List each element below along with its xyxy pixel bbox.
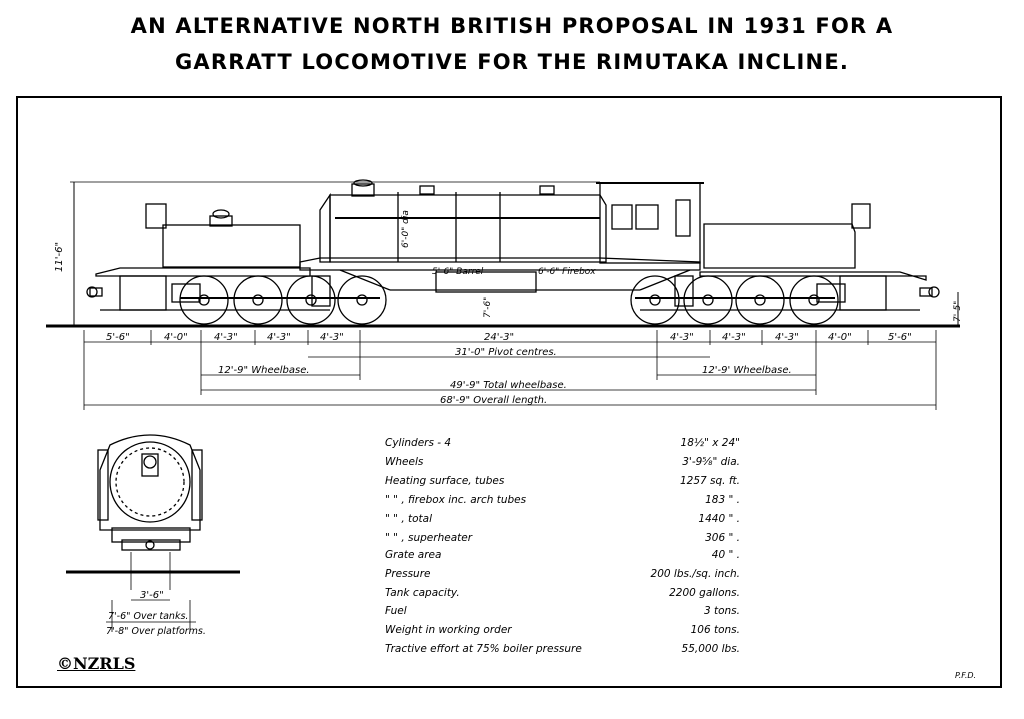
drawing-frame <box>16 96 1002 688</box>
dim-label: 4'-3" <box>267 332 291 343</box>
over-platforms-label: 7'-8" Over platforms. <box>106 626 206 637</box>
spec-label: Fuel <box>385 605 407 617</box>
firebox-label: 6'-6" Firebox <box>538 267 596 277</box>
wheel <box>179 275 229 325</box>
spec-label: " " , superheater <box>385 532 473 544</box>
copyright-mark: ©NZRLS <box>57 654 136 673</box>
spec-label: Wheels <box>385 456 424 468</box>
wheel <box>735 275 785 325</box>
dim-label: 4'-3" <box>214 332 238 343</box>
spec-label: Cylinders - 4 <box>385 437 452 449</box>
height-label: 11'-6" <box>54 242 65 272</box>
dim-label: 4'-3" <box>775 332 799 343</box>
dim-label: 5'-6" <box>106 332 130 343</box>
spec-label: Pressure <box>385 568 431 580</box>
spec-value: 1440 " . <box>698 513 740 525</box>
dim-label: 4'-0" <box>828 332 852 343</box>
boiler-dia-label: 6'-0" dia <box>401 210 411 248</box>
wheel <box>789 275 839 325</box>
wheel <box>683 275 733 325</box>
wheel <box>630 275 680 325</box>
spec-value: 2200 gallons. <box>669 587 740 599</box>
title-line-2: GARRATT LOCOMOTIVE FOR THE RIMUTAKA INCL… <box>174 50 850 74</box>
gauge-label: 3'-6" <box>140 590 164 601</box>
rear-engine-unit <box>630 203 940 325</box>
wheel <box>337 275 387 325</box>
draftsman-initials: P.F.D. <box>955 671 977 680</box>
wheel <box>233 275 283 325</box>
spec-value: 200 lbs./sq. inch. <box>650 568 740 580</box>
spec-value: 3'-9⅝" dia. <box>682 456 740 468</box>
dim-label: 5'-6" <box>888 332 912 343</box>
spec-value: 1257 sq. ft. <box>679 475 740 487</box>
spec-label: Tractive effort at 75% boiler pressure <box>385 643 582 655</box>
title-line-1: AN ALTERNATIVE NORTH BRITISH PROPOSAL IN… <box>130 14 894 38</box>
spec-value: 183 " . <box>705 494 740 506</box>
rail-height-rear: 7'-5" <box>953 301 963 322</box>
spec-label: Heating surface, tubes <box>385 475 505 487</box>
spec-label: Weight in working order <box>385 624 512 636</box>
spec-label: " " , total <box>385 513 433 525</box>
dim-label: 24'-3" <box>484 332 514 343</box>
spec-label: Tank capacity. <box>385 587 460 599</box>
over-tanks-label: 7'-6" Over tanks. <box>108 611 188 622</box>
wheelbase-left-label: 12'-9" Wheelbase. <box>218 365 310 376</box>
front-engine-unit <box>86 203 387 325</box>
rail-height-front: 7'-6" <box>483 297 493 318</box>
wheelbase-right-label: 12'-9' Wheelbase. <box>702 365 792 376</box>
spec-label: Grate area <box>385 549 442 561</box>
wheel <box>286 275 336 325</box>
overall-length-label: 68'-9" Overall length. <box>440 395 547 406</box>
end-view <box>66 434 240 632</box>
boiler-unit <box>299 179 704 307</box>
spec-value: 40 " . <box>711 549 740 561</box>
dim-label: 4'-3" <box>722 332 746 343</box>
dim-label: 4'-3" <box>320 332 344 343</box>
spec-value: 18½" x 24" <box>680 437 740 449</box>
pivot-centres-label: 31'-0" Pivot centres. <box>455 347 557 358</box>
barrel-label: 5'-6" Barrel <box>432 267 484 277</box>
spec-value: 306 " . <box>705 532 740 544</box>
spec-value: 55,000 lbs. <box>681 643 740 655</box>
spec-value: 106 tons. <box>690 624 740 636</box>
dimension-row-1: 5'-6" 4'-0" 4'-3" 4'-3" 4'-3" 24'-3" 4'-… <box>106 332 912 343</box>
total-wheelbase-label: 49'-9" Total wheelbase. <box>450 380 567 391</box>
spec-label: " " , firebox inc. arch tubes <box>385 494 527 506</box>
dim-label: 4'-3" <box>670 332 694 343</box>
dim-label: 4'-0" <box>164 332 188 343</box>
spec-value: 3 tons. <box>703 605 740 617</box>
